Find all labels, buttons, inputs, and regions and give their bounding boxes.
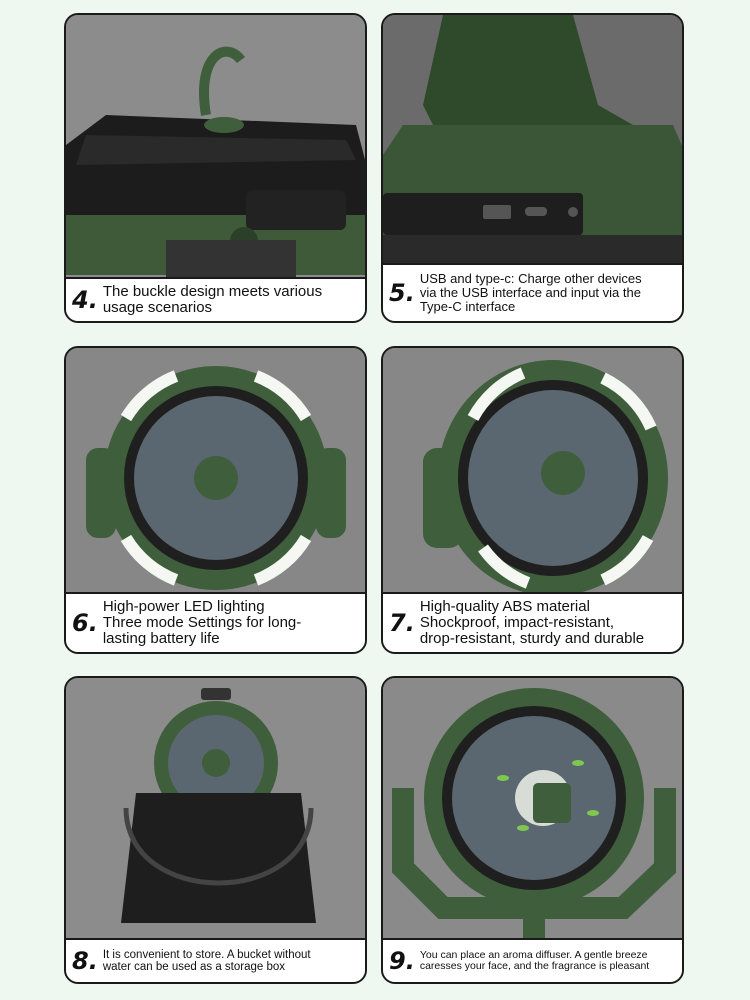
caption-number: 8. xyxy=(72,947,98,975)
panel-aroma-diffuser: 9. You can place an aroma diffuser. A ge… xyxy=(381,676,684,984)
caption-line: Type-C interface xyxy=(419,299,516,315)
panel-usb-type-c: 5. USB and type-c: Charge other devices … xyxy=(381,13,684,323)
caption-number: 9. xyxy=(389,947,415,975)
caption: 9. You can place an aroma diffuser. A ge… xyxy=(383,938,682,982)
caption-line: The buckle design meets various xyxy=(102,282,323,300)
caption-line: drop-resistant, sturdy and durable xyxy=(419,630,645,648)
caption: 6. High-power LED lighting Three mode Se… xyxy=(66,592,365,652)
photo-bucket xyxy=(66,678,365,982)
caption-line: It is convenient to store. A bucket with… xyxy=(102,948,311,961)
caption-line: usage scenarios xyxy=(102,299,213,316)
panel-buckle-design: 4. The buckle design meets various usage… xyxy=(64,13,367,323)
caption-line: water can be used as a storage box xyxy=(102,961,286,973)
caption: 8. It is convenient to store. A bucket w… xyxy=(66,938,365,982)
caption-line: lasting battery life xyxy=(102,630,220,648)
panel-led-lighting: 6. High-power LED lighting Three mode Se… xyxy=(64,346,367,654)
photo-hook xyxy=(66,15,365,321)
caption-line: USB and type-c: Charge other devices xyxy=(419,270,642,286)
caption: 5. USB and type-c: Charge other devices … xyxy=(383,263,682,321)
caption-line: Three mode Settings for long- xyxy=(102,613,302,631)
caption-number: 6. xyxy=(72,609,98,637)
photo-fan-breeze xyxy=(383,678,682,982)
caption-line: via the USB interface and input via the xyxy=(419,284,641,300)
panel-abs-material: 7. High-quality ABS material Shockproof,… xyxy=(381,346,684,654)
caption: 7. High-quality ABS material Shockproof,… xyxy=(383,592,682,652)
caption-number: 7. xyxy=(389,609,415,637)
caption-line: caresses your face, and the fragrance is… xyxy=(419,960,650,972)
caption-number: 5. xyxy=(389,279,415,307)
caption-number: 4. xyxy=(72,286,98,314)
caption-line: You can place an aroma diffuser. A gentl… xyxy=(419,948,648,961)
caption: 4. The buckle design meets various usage… xyxy=(66,277,365,321)
caption-line: High-power LED lighting xyxy=(102,597,265,615)
panel-bucket-storage: 8. It is convenient to store. A bucket w… xyxy=(64,676,367,984)
caption-line: High-quality ABS material xyxy=(419,597,590,615)
caption-line: Shockproof, impact-resistant, xyxy=(419,613,615,631)
